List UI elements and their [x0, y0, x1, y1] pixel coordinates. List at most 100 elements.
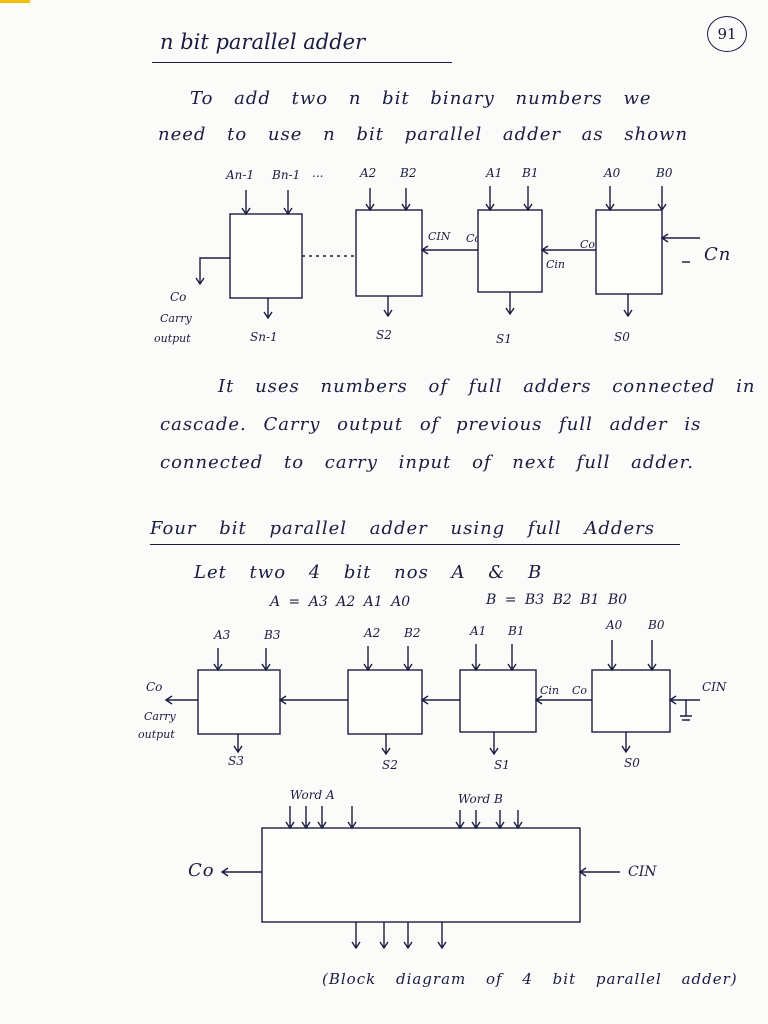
d2-block-fa-2	[347, 669, 423, 735]
d2-block-fa-1	[459, 669, 537, 733]
d1-input-b0: B0	[656, 166, 673, 180]
d1-arrow-b2	[401, 188, 411, 212]
d3-arrow-a3	[285, 806, 295, 830]
d1-sum-n1: Sn-1	[250, 330, 278, 344]
d1-sum-arrow-2	[383, 296, 393, 318]
d1-input-bn1: Bn-1	[272, 168, 301, 182]
d1-sum-1: S1	[496, 332, 512, 346]
d3-arrow-a2	[301, 806, 311, 830]
para2-line-2: cascade. Carry output of previous full a…	[160, 414, 702, 435]
d2-carry-text1: Carry	[144, 710, 176, 723]
d1-fa-0-sub: 0	[622, 250, 630, 264]
para2-line-3: connected to carry input of next full ad…	[160, 452, 694, 473]
d3-arrow-b1	[495, 810, 505, 830]
d2-input-b0: B0	[648, 618, 665, 632]
d2-sum-arrow-2	[381, 734, 391, 756]
d2-arrow-a3	[213, 648, 223, 672]
d2-sum-1: S1	[494, 758, 510, 772]
d1-cin-small: Cin	[546, 258, 566, 271]
d3-a-bits: A3 A2 A1 A0	[282, 834, 359, 847]
section2-heading: Four bit parallel adder using full Adder…	[150, 518, 655, 539]
d2-arrow-a1	[471, 644, 481, 672]
page-edge-mark	[0, 0, 30, 3]
d2-fa-1-sub: 1	[486, 704, 494, 718]
d2-fa-3-name: FA	[222, 684, 238, 698]
d3-cin-arrow	[578, 867, 620, 877]
d2-block-fa-3	[197, 669, 281, 735]
section2-let-line: Let two 4 bit nos A & B	[194, 562, 543, 583]
d3-arrow-a0	[347, 806, 357, 830]
d1-input-a1: A1	[486, 166, 503, 180]
d3-co-arrow	[220, 867, 262, 877]
d3-co-label: Co	[188, 860, 215, 881]
d1-sum-arrow-1	[505, 292, 515, 316]
d3-arrow-b2	[471, 810, 481, 830]
d2-sum-arrow-1	[489, 732, 499, 756]
d1-sum-2: S2	[376, 328, 392, 342]
d1-sum-0: S0	[614, 330, 630, 344]
d2-cin-ground	[680, 700, 692, 721]
d1-arrow-a2	[365, 188, 375, 212]
d2-cin-label: Cin	[540, 684, 560, 697]
d2-arrow-b2	[403, 646, 413, 672]
d3-sum-bits: S3 S2 S1 S0	[346, 904, 427, 917]
d2-carry-0-to-1	[534, 695, 592, 705]
d2-sum-2: S2	[382, 758, 398, 772]
d1-sum-arrow-0	[623, 294, 633, 318]
d2-co-label: Co	[572, 684, 588, 697]
d1-fa-n1-sub: (n-1)	[246, 250, 275, 264]
d1-arrow-a0	[605, 186, 615, 212]
d3-arrow-b0	[513, 810, 523, 830]
page-number: 91	[707, 16, 747, 52]
d2-fa-2-name: FA	[364, 684, 380, 698]
d1-cin-label: CIN	[428, 230, 451, 243]
d2-input-a2: A2	[364, 626, 381, 640]
d3-word-a: Word A	[290, 788, 335, 802]
d1-fa-1-sub: 1	[494, 246, 502, 260]
d3-sum-arrow-s3	[351, 922, 361, 950]
d1-fa-0-name: Full adder	[602, 215, 635, 240]
d1-fa-n1-name: FA	[250, 232, 266, 246]
d1-co-mid: Co	[466, 232, 482, 245]
d1-cin-arrow	[660, 233, 700, 243]
d3-word-b: Word B	[458, 792, 503, 806]
d2-sum-3: S3	[228, 754, 244, 768]
d1-input-b2: B2	[400, 166, 417, 180]
d1-carry-1-to-2	[420, 245, 478, 255]
d2-carry-1-to-2	[420, 695, 460, 705]
section2-underline	[150, 544, 680, 545]
d2-fa-0-name: FA	[612, 682, 628, 696]
d2-carry-out	[164, 695, 198, 705]
d2-fa-0-sub: 0	[614, 702, 622, 716]
d2-arrow-b3	[261, 648, 271, 672]
d2-fa-2-sub: 2	[370, 704, 378, 718]
d1-input-a0: A0	[604, 166, 621, 180]
d1-arrow-bn1	[283, 190, 293, 216]
d3-adder-label: 4 bit adder	[354, 862, 493, 880]
d2-cin-arrow	[668, 695, 700, 705]
d2-input-b1: B1	[508, 624, 525, 638]
d1-carry-text2: output	[154, 332, 191, 345]
title-underline	[152, 62, 452, 63]
d3-sum-arrow-s0	[437, 922, 447, 950]
d1-fa-2-sub: 2	[381, 246, 389, 260]
d2-carry-2-to-3	[278, 695, 348, 705]
d3-caption: (Block diagram of 4 bit parallel adder)	[322, 970, 738, 988]
d1-arrow-b1	[523, 186, 533, 212]
d1-arrow-a1	[485, 186, 495, 212]
d1-input-a2: A2	[360, 166, 377, 180]
d2-input-b2: B2	[404, 626, 421, 640]
d1-carry-out	[195, 257, 230, 286]
d2-arrow-a2	[363, 646, 373, 672]
d1-input-an1: An-1	[226, 168, 255, 182]
d1-fa-1-name: F.A	[488, 228, 507, 242]
d3-sum-arrow-s1	[403, 922, 413, 950]
para2-line-1: It uses numbers of full adders connected…	[218, 376, 756, 397]
d2-input-a0: A0	[606, 618, 623, 632]
d1-block-fa-1	[477, 209, 543, 293]
page-title: n bit parallel adder	[160, 30, 366, 54]
d1-input-b1: B1	[522, 166, 539, 180]
d1-carry-co: Co	[170, 290, 187, 304]
section2-b-def: B = B3 B2 B1 B0	[486, 592, 628, 608]
